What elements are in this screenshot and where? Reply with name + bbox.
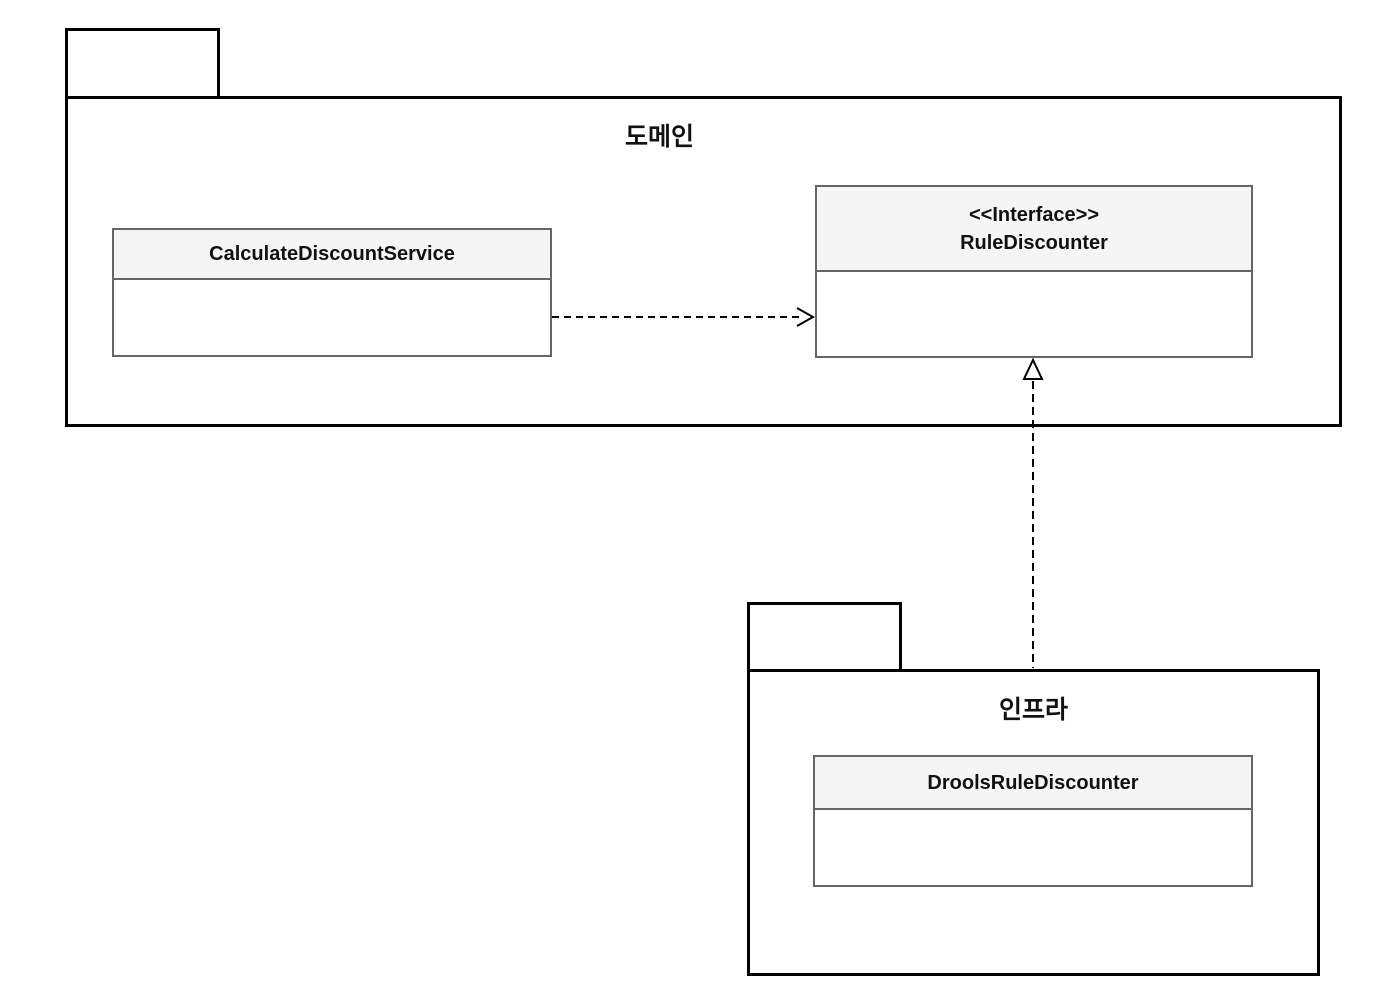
class-calculate-discount-service-header: CalculateDiscountService — [114, 230, 550, 280]
package-infra-tab — [747, 602, 902, 669]
class-drools-rule-discounter-body — [815, 810, 1251, 885]
package-infra-label: 인프라 — [998, 696, 1068, 724]
package-domain-tab — [65, 28, 220, 96]
class-drools-rule-discounter-name: DroolsRuleDiscounter — [927, 771, 1139, 794]
interface-rule-discounter-body — [817, 272, 1251, 356]
interface-rule-discounter-header: <<Interface>> RuleDiscounter — [817, 187, 1251, 272]
class-calculate-discount-service: CalculateDiscountService — [112, 228, 552, 357]
class-drools-rule-discounter-header: DroolsRuleDiscounter — [815, 757, 1251, 810]
interface-rule-discounter-stereotype: <<Interface>> — [968, 203, 1100, 226]
class-calculate-discount-service-name: CalculateDiscountService — [209, 243, 455, 265]
interface-rule-discounter-name: RuleDiscounter — [960, 231, 1108, 254]
interface-rule-discounter: <<Interface>> RuleDiscounter — [815, 185, 1253, 358]
package-domain-label: 도메인 — [624, 123, 694, 151]
class-drools-rule-discounter: DroolsRuleDiscounter — [813, 755, 1253, 887]
class-calculate-discount-service-body — [114, 280, 550, 355]
